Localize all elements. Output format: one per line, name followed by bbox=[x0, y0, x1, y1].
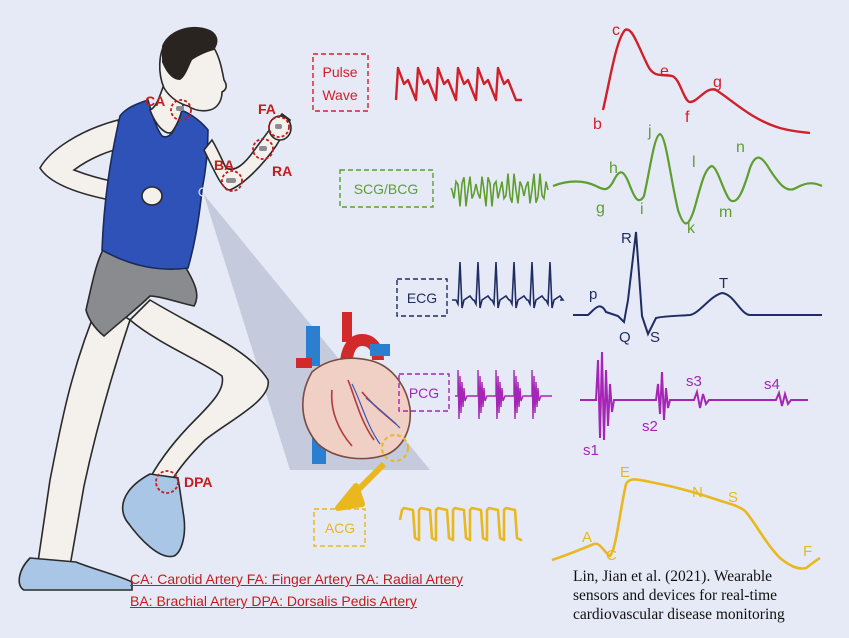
ba-site-marker bbox=[221, 170, 243, 192]
ra-site-marker bbox=[252, 138, 274, 160]
pcg-point-s1: s1 bbox=[583, 442, 599, 459]
chest-sensor bbox=[198, 187, 208, 197]
ca-site-marker bbox=[170, 99, 192, 121]
runner-back-leg bbox=[37, 298, 131, 567]
citation: Lin, Jian et al. (2021). Wearable sensor… bbox=[573, 567, 845, 624]
acg-label-box bbox=[313, 508, 366, 547]
pcg-label-box bbox=[398, 373, 450, 412]
runner-shirt bbox=[101, 98, 209, 270]
ra-label: RA bbox=[272, 163, 292, 179]
legend-line-1: CA: Carotid Artery FA: Finger Artery RA:… bbox=[130, 571, 463, 587]
scg-point-i: i bbox=[640, 201, 644, 218]
pulse-point-b: b bbox=[593, 116, 602, 133]
ba-label: BA bbox=[214, 157, 234, 173]
acg-wave-train bbox=[398, 506, 523, 542]
pulse-wave-train bbox=[394, 66, 522, 102]
ecg-point-r: R bbox=[621, 230, 632, 247]
pcg-label: PCG bbox=[409, 385, 439, 401]
citation-line-3: cardiovascular disease monitoring bbox=[573, 606, 785, 623]
pcg-point-s2: s2 bbox=[642, 418, 658, 435]
pcg-wave-detail bbox=[580, 351, 808, 441]
scg-point-k: k bbox=[687, 220, 696, 237]
pcg-wave-train bbox=[455, 369, 552, 420]
scg-point-l: l bbox=[692, 154, 696, 171]
acg-point-e: E bbox=[620, 464, 630, 481]
scg-wave-detail bbox=[552, 132, 823, 225]
scg-point-j: j bbox=[647, 123, 652, 140]
pcg-point-s4: s4 bbox=[764, 376, 780, 393]
apex-marker bbox=[381, 434, 409, 462]
acg-point-s: S bbox=[728, 489, 738, 506]
runner-back-fist bbox=[141, 186, 163, 206]
signal-label-boxes: Pulse Wave SCG/BCG ECG PCG ACG bbox=[312, 53, 450, 547]
fa-sensor-patch bbox=[275, 124, 282, 129]
ecg-point-p: p bbox=[589, 286, 597, 303]
runner-front-shoe bbox=[122, 473, 186, 558]
scg-point-n: n bbox=[736, 139, 745, 156]
fa-label: FA bbox=[258, 101, 276, 117]
scg-point-h: h bbox=[609, 160, 618, 177]
runner-figure bbox=[18, 26, 292, 591]
pulmonary-vein-left bbox=[296, 358, 312, 368]
ecg-label-box bbox=[396, 278, 448, 317]
acg-point-a: A bbox=[582, 529, 592, 546]
scg-point-g: g bbox=[596, 200, 605, 217]
ecg-point-t: T bbox=[719, 275, 728, 292]
pulse-point-c: c bbox=[612, 22, 620, 39]
heart-illustration bbox=[296, 312, 412, 511]
pcg-point-s3: s3 bbox=[686, 373, 702, 390]
superior-vena-cava bbox=[306, 326, 320, 366]
scg-point-m: m bbox=[719, 204, 732, 221]
fa-site-marker bbox=[268, 116, 290, 138]
coronary-vein bbox=[351, 383, 401, 445]
acg-arrow bbox=[335, 461, 387, 511]
pulse-point-e: e bbox=[660, 63, 669, 80]
pulse-label-line2: Wave bbox=[322, 87, 357, 103]
pulse-label-box bbox=[312, 53, 369, 112]
dpa-site-marker bbox=[155, 470, 179, 494]
heart-body bbox=[302, 357, 412, 460]
scg-label-box bbox=[339, 169, 434, 208]
ecg-point-s: S bbox=[650, 329, 660, 346]
aorta-branch bbox=[342, 312, 352, 342]
pulse-point-g: g bbox=[713, 74, 722, 91]
ecg-label: ECG bbox=[407, 290, 437, 306]
citation-line-2: sensors and devices for real-time bbox=[573, 587, 778, 604]
scg-wave-train bbox=[450, 173, 549, 207]
compact-waveforms bbox=[394, 66, 565, 542]
acg-point-c: C bbox=[606, 547, 617, 564]
legend-line-2: BA: Brachial Artery DPA: Dorsalis Pedis … bbox=[130, 593, 417, 609]
acg-point-f: F bbox=[803, 543, 812, 560]
dpa-label: DPA bbox=[184, 474, 213, 490]
ba-sensor-patch bbox=[226, 178, 236, 183]
detailed-waveforms: b c e f g g h i j k l m n p Q R S T s1 s… bbox=[551, 22, 823, 570]
ecg-point-q: Q bbox=[619, 329, 631, 346]
acg-label: ACG bbox=[325, 520, 355, 536]
acg-point-n: N bbox=[692, 484, 703, 501]
ca-label: CA bbox=[145, 93, 165, 109]
measurement-sites: CA FA BA RA DPA bbox=[145, 93, 292, 494]
ecg-wave-train bbox=[452, 261, 565, 309]
ra-sensor-patch bbox=[259, 146, 267, 151]
pulmonary-artery bbox=[370, 344, 390, 356]
ca-sensor-patch bbox=[176, 106, 184, 111]
pulse-wave-detail bbox=[601, 28, 811, 135]
acg-wave-detail bbox=[551, 478, 821, 570]
runner-back-shoe bbox=[18, 557, 133, 591]
scg-label: SCG/BCG bbox=[354, 181, 419, 197]
citation-line-1: Lin, Jian et al. (2021). Wearable bbox=[573, 568, 773, 585]
pulse-point-f: f bbox=[685, 109, 690, 126]
runner-hair bbox=[162, 26, 218, 80]
ecg-wave-detail bbox=[573, 231, 822, 337]
pulse-label-line1: Pulse bbox=[322, 64, 357, 80]
